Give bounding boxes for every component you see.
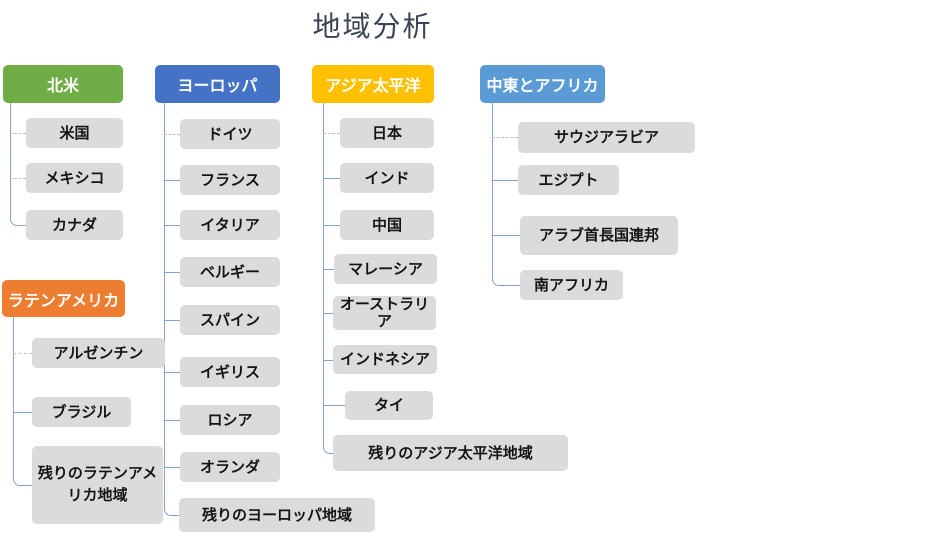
connector-argentina — [13, 353, 32, 354]
connector-egypt — [492, 180, 518, 181]
node-mexico: メキシコ — [26, 163, 123, 193]
connector-trunk-asia-pacific — [323, 103, 334, 454]
node-malaysia: マレーシア — [334, 254, 437, 284]
node-japan: 日本 — [340, 118, 434, 148]
node-uae: アラブ首長国連邦 — [520, 216, 678, 255]
group-header-latin-america: ラテンアメリカ — [2, 280, 125, 317]
node-rest-of-europe: 残りのヨーロッパ地域 — [179, 498, 375, 532]
connector-trunk-middle-east-africa — [492, 103, 521, 286]
connector-mexico — [10, 178, 26, 179]
node-thailand: タイ — [345, 391, 433, 420]
node-spain: スパイン — [180, 305, 280, 335]
connector-italy — [164, 225, 180, 226]
node-australia: オーストラリア — [333, 296, 436, 330]
connector-uae — [492, 235, 520, 236]
connector-indonesia — [323, 360, 333, 361]
node-rest-of-latin-america: 残りのラテンアメリカ地域 — [32, 446, 163, 524]
connector-trunk-latin-america — [13, 317, 33, 486]
connector-belgium — [164, 272, 180, 273]
connector-brazil — [13, 412, 32, 413]
node-italy: イタリア — [180, 210, 280, 240]
node-south-africa: 南アフリカ — [520, 270, 623, 300]
node-china: 中国 — [340, 210, 434, 240]
node-egypt: エジプト — [518, 165, 619, 195]
node-rest-of-asia-pacific: 残りのアジア太平洋地域 — [333, 435, 568, 471]
node-russia: ロシア — [180, 405, 280, 435]
node-brazil: ブラジル — [32, 397, 131, 427]
group-header-europe: ヨーロッパ — [155, 65, 280, 103]
connector-trunk-europe — [164, 103, 181, 516]
node-argentina: アルゼンチン — [32, 338, 165, 368]
node-usa: 米国 — [26, 118, 123, 148]
connector-japan — [323, 133, 340, 134]
node-canada: カナダ — [26, 210, 123, 240]
connector-thailand — [323, 405, 345, 406]
node-netherlands: オランダ — [180, 452, 280, 482]
node-uk: イギリス — [180, 357, 280, 387]
node-saudi-arabia: サウジアラビア — [518, 122, 695, 153]
connector-netherlands — [164, 467, 180, 468]
node-france: フランス — [180, 165, 280, 195]
connector-usa — [10, 133, 26, 134]
group-header-north-america: 北米 — [3, 65, 123, 103]
connector-france — [164, 180, 180, 181]
connector-spain — [164, 320, 180, 321]
connector-malaysia — [323, 269, 334, 270]
connector-india — [323, 178, 340, 179]
connector-russia — [164, 420, 180, 421]
group-header-asia-pacific: アジア太平洋 — [312, 65, 434, 103]
connector-germany — [164, 134, 180, 135]
connector-uk — [164, 372, 180, 373]
node-india: インド — [340, 163, 434, 193]
connector-china — [323, 225, 340, 226]
node-germany: ドイツ — [180, 119, 280, 149]
group-header-middle-east-africa: 中東とアフリカ — [480, 65, 605, 103]
connector-trunk-north-america — [10, 103, 27, 226]
node-indonesia: インドネシア — [333, 345, 437, 374]
connector-saudi-arabia — [492, 137, 518, 138]
connector-australia — [323, 313, 333, 314]
diagram-title: 地域分析 — [312, 11, 433, 42]
node-belgium: ベルギー — [180, 257, 280, 287]
